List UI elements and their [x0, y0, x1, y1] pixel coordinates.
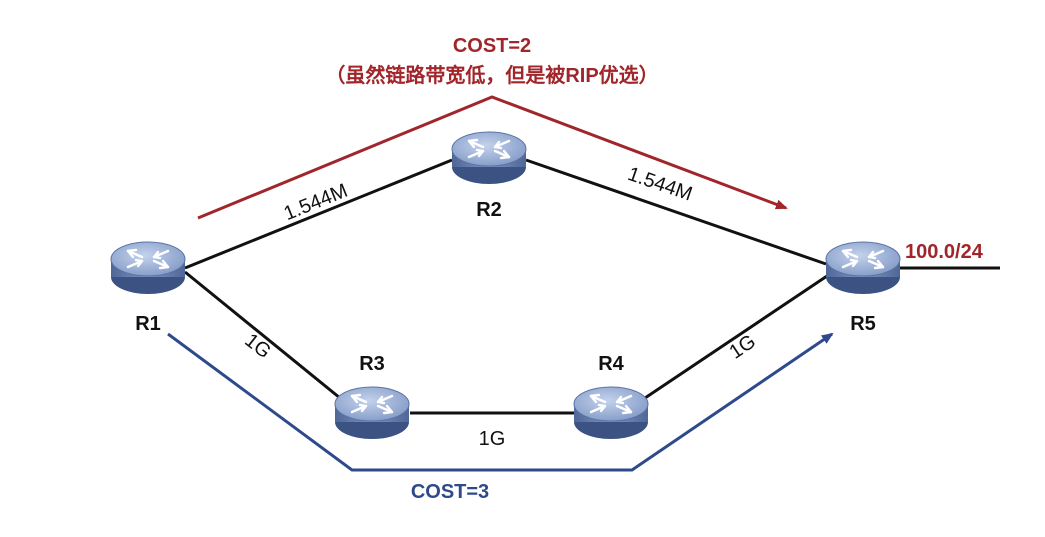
router-r5 — [824, 240, 902, 296]
router-r3 — [333, 385, 411, 441]
router-icon — [333, 385, 411, 441]
link-r1-r2 — [184, 158, 453, 270]
router-r2 — [450, 130, 528, 186]
router-r1 — [109, 240, 187, 296]
link-label-r1-r3: 1G — [240, 329, 275, 363]
preferred-path-arrow — [197, 95, 788, 220]
router-icon — [450, 130, 528, 186]
link-r1-r3 — [184, 270, 341, 400]
router-r4 — [572, 385, 650, 441]
network-prefix-label: 100.0/24 — [905, 241, 984, 263]
router-label-r5: R5 — [850, 313, 876, 335]
bottom-path-cost: COST=3 — [411, 481, 489, 503]
link-r4-r5 — [644, 272, 831, 400]
router-icon — [109, 240, 187, 296]
link-label-r4-r5: 1G — [725, 330, 759, 363]
router-label-r4: R4 — [598, 353, 624, 375]
router-icon — [824, 240, 902, 296]
router-icon — [572, 385, 650, 441]
top-path-cost: COST=2 — [453, 35, 531, 57]
alternate-path-arrow — [167, 332, 834, 472]
router-label-r1: R1 — [135, 313, 161, 335]
top-path-note: （虽然链路带宽低，但是被RIP优选） — [325, 63, 658, 87]
link-r2-r5 — [525, 158, 827, 266]
link-label-r1-r2: 1.544M — [281, 180, 351, 225]
router-label-r2: R2 — [476, 199, 502, 221]
router-label-r3: R3 — [359, 353, 385, 375]
link-label-r3-r4: 1G — [479, 428, 506, 450]
